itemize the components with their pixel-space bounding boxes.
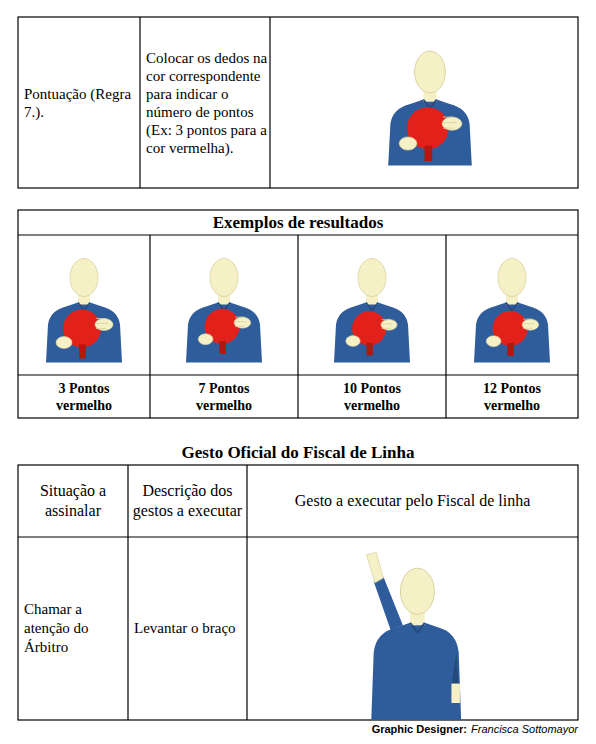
credit-label: Graphic Designer: xyxy=(372,723,467,735)
table-heading: Exemplos de resultados xyxy=(18,210,578,235)
table-cell: 10 Pontos vermelho xyxy=(298,375,446,418)
table-cell: Colocar os dedos na cor correspondente p… xyxy=(146,17,268,188)
table-cell: 7 Pontos vermelho xyxy=(150,375,298,418)
cell-text: Chamar a atenção do Árbitro xyxy=(24,600,124,657)
cell-text: Colocar os dedos na cor correspondente p… xyxy=(146,49,268,157)
header-text: Gesto a executar pelo Fiscal de linha xyxy=(288,491,538,511)
table-cell: Pontuação (Regra 7.). xyxy=(24,17,136,188)
table-cell: Situação a assinalar xyxy=(22,465,124,537)
header-text: Descrição dos gestos a executar xyxy=(132,481,243,521)
credit-line: Graphic Designer: Francisca Sottomayor xyxy=(280,721,578,737)
caption-text: 12 Pontos vermelho xyxy=(472,380,552,414)
credit-name: Francisca Sottomayor xyxy=(471,723,578,735)
heading-text: Exemplos de resultados xyxy=(213,213,384,233)
table-cell: 12 Pontos vermelho xyxy=(446,375,578,418)
caption-text: 7 Pontos vermelho xyxy=(184,380,264,414)
cell-text: Levantar o braço xyxy=(134,619,236,638)
table-cell: Chamar a atenção do Árbitro xyxy=(24,537,124,720)
table-cell: Levantar o braço xyxy=(134,537,244,720)
table-cell: 3 Pontos vermelho xyxy=(18,375,150,418)
section-heading: Gesto Oficial do Fiscal de Linha xyxy=(18,440,578,465)
caption-text: 3 Pontos vermelho xyxy=(44,380,124,414)
header-text: Situação a assinalar xyxy=(22,481,124,521)
cell-text: Pontuação (Regra 7.). xyxy=(24,85,136,121)
line-judge-figure xyxy=(366,552,461,720)
heading-text: Gesto Oficial do Fiscal de Linha xyxy=(182,443,415,463)
table-cell: Descrição dos gestos a executar xyxy=(132,465,243,537)
caption-text: 10 Pontos vermelho xyxy=(332,380,412,414)
table-cell: Gesto a executar pelo Fiscal de linha xyxy=(251,465,574,537)
